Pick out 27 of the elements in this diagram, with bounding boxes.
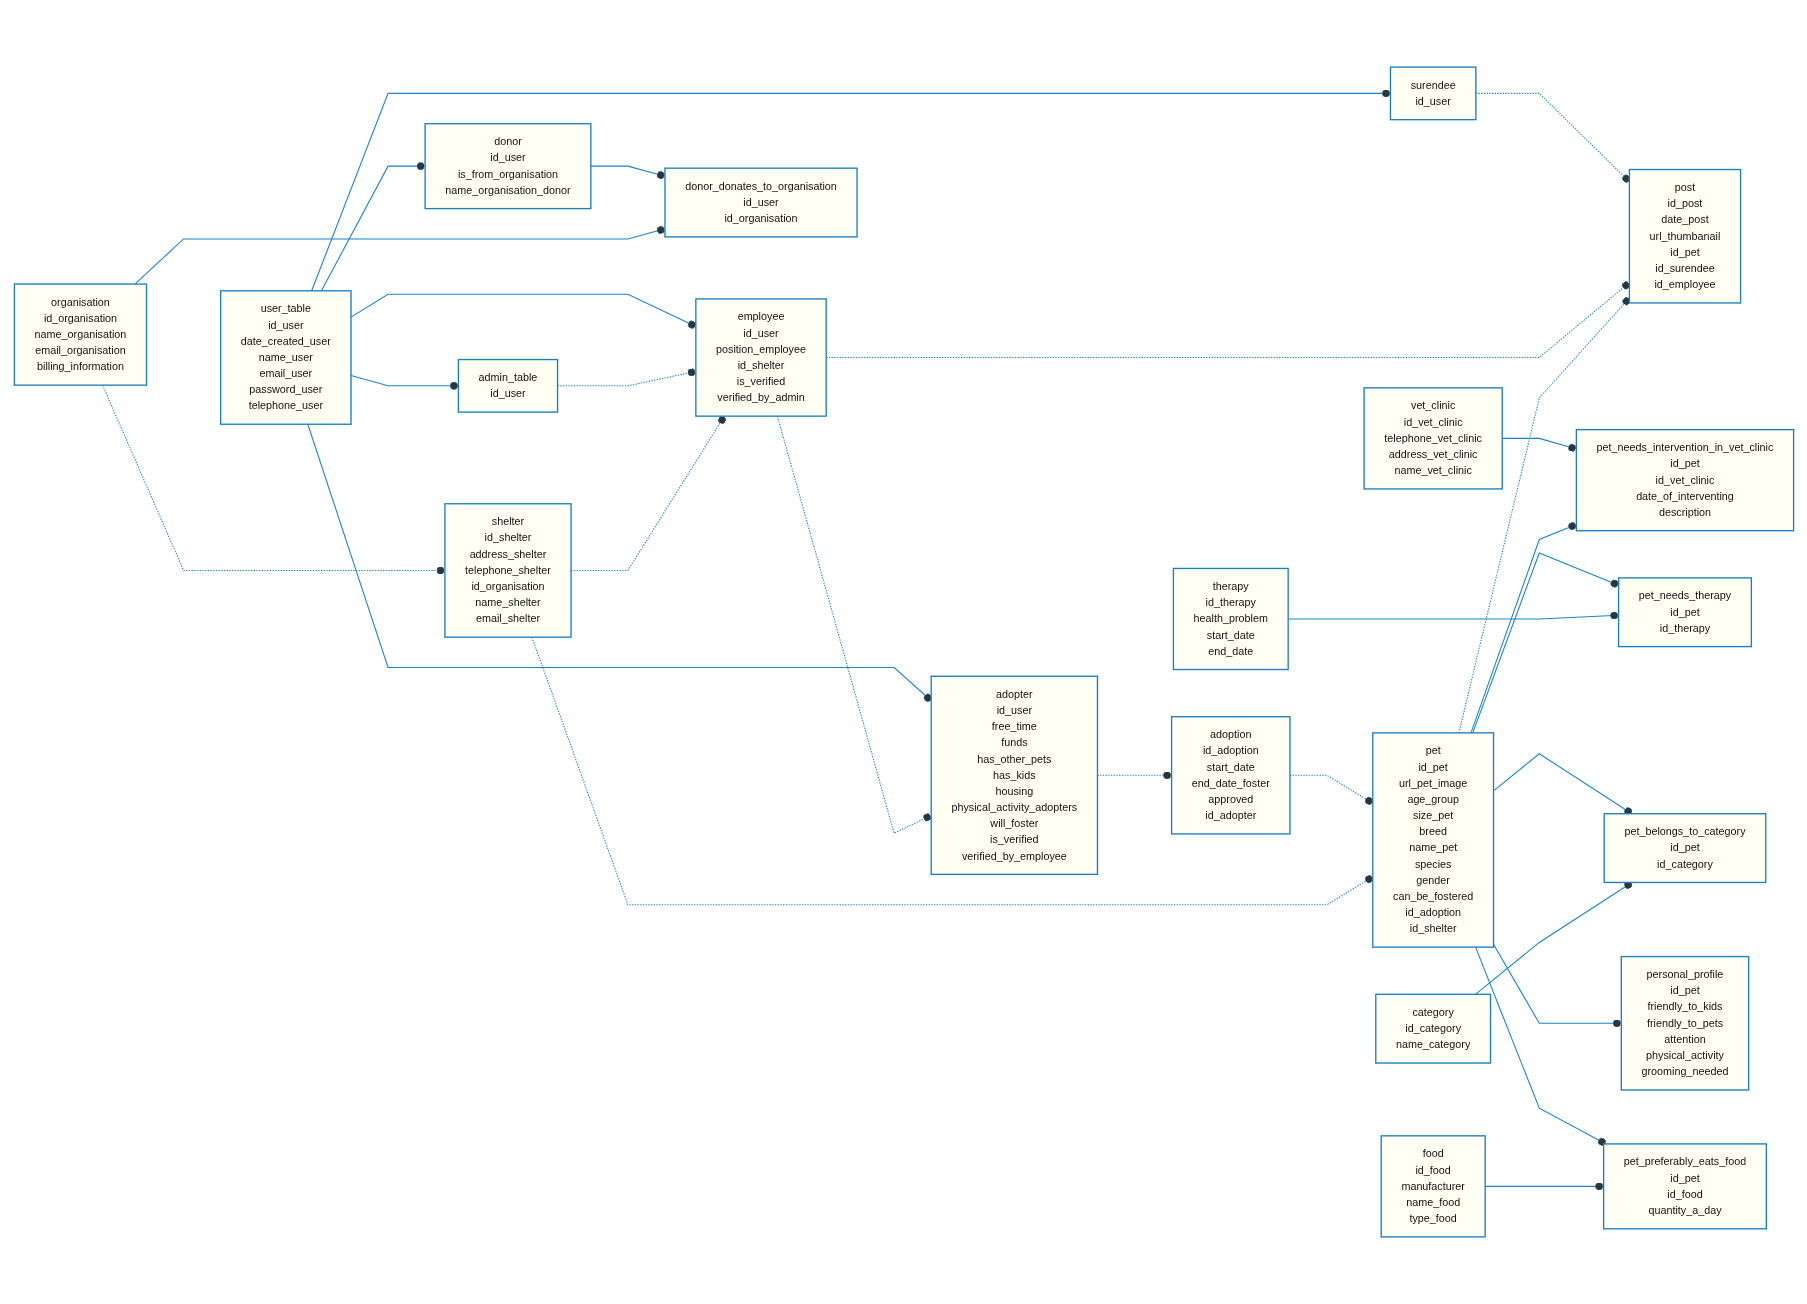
node-box: employee id_user position_employee id_shelter is_verified verified_by_admin (694, 298, 827, 417)
node-box: adoption id_adoption start_date end_date_foster approved id_adopter (1170, 716, 1291, 835)
node-box: personal_profile id_pet friendly_to_kids friendly_to_pets attention physical_activity grooming_needed (1620, 955, 1749, 1091)
node-box: pet_needs_intervention_in_vet_clinic id_pet id_vet_clinic date_of_interventing description (1575, 428, 1794, 532)
connector (1457, 297, 1630, 734)
node-box: surendee id_user (1389, 66, 1477, 121)
node-box: pet_preferably_eats_food id_pet id_food quantity_a_day (1602, 1143, 1767, 1230)
node-box: donor id_user is_from_organisation name_organisation_donor (423, 123, 591, 210)
node-box: admin_table id_user (457, 358, 558, 413)
node-box: pet_needs_therapy id_pet id_therapy (1617, 577, 1752, 648)
node-box: category id_category name_category (1374, 993, 1491, 1064)
node-box: post id_post date_post url_thumbanail id_pet id_surendee id_employee (1628, 168, 1741, 304)
connector (133, 225, 665, 285)
connector (1474, 946, 1606, 1146)
node-box: food id_food manufacturer name_food type_food (1380, 1135, 1486, 1238)
connector (1287, 611, 1619, 620)
node-box: donor_donates_to_organisation id_user id_organisation (663, 167, 858, 238)
node-box: vet_clinic id_vet_clinic telephone_vet_clinic address_vet_clinic name_vet_clinic (1362, 387, 1503, 490)
node-box: shelter id_shelter address_shelter telephone_shelter id_organisation name_shelter email_shelter (443, 503, 572, 638)
node-box: adopter id_user free_time funds has_other_pets has_kids housing physical_activity_adopters will_foster is_verified verified_by_employee (930, 675, 1098, 876)
node-box: pet_belongs_to_category id_pet id_category (1603, 813, 1766, 884)
node-box: therapy id_therapy health_problem start_date end_date (1172, 567, 1289, 671)
node-box: organisation id_organisation name_organisation email_organisation billing_information (13, 283, 147, 386)
node-box: pet id_pet url_pet_image age_group size_pet breed name_pet species gender can_be_fostered id_adoption id_shelter (1371, 732, 1494, 948)
connector (1484, 1182, 1604, 1191)
node-box: user_table id_user date_created_user name_user email_user password_user telephone_user (219, 290, 352, 425)
connector (1471, 552, 1619, 734)
